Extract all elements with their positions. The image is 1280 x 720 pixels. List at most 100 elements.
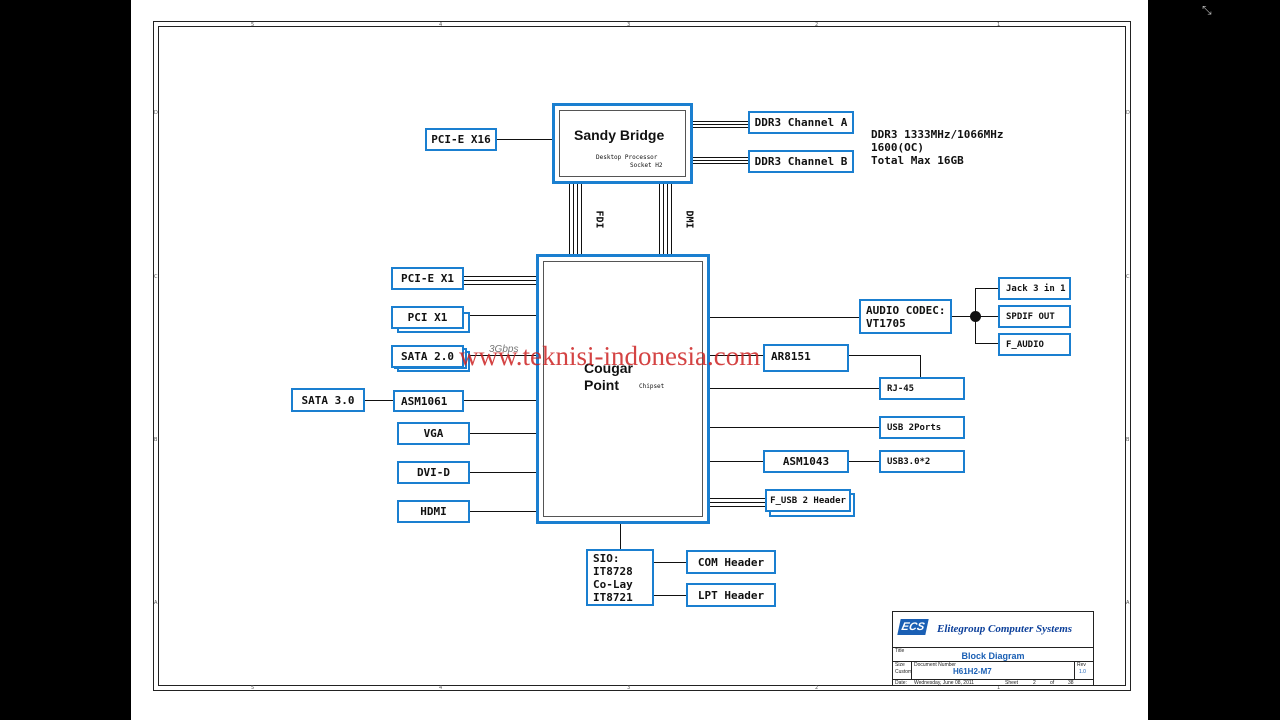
line-fdi-2 — [573, 184, 574, 255]
tick-left-D: D — [154, 110, 158, 116]
cpu-subtitle-2: Socket H2 — [630, 162, 663, 169]
tb-divider-3 — [893, 679, 1093, 680]
tick-top-1: 1 — [997, 22, 1001, 28]
cpu-block: Sandy Bridge Desktop Processor Socket H2 — [552, 103, 693, 184]
tick-right-B: B — [1126, 437, 1130, 443]
sheet-border-outer — [153, 21, 1131, 691]
tick-right-A: A — [1126, 600, 1130, 606]
company-name: Elitegroup Computer Systems — [937, 623, 1073, 635]
tick-bottom-1: 1 — [997, 685, 1001, 691]
line-pcie1-1 — [464, 276, 536, 277]
line-ddr-b-2 — [693, 160, 748, 161]
line-fdi-3 — [577, 184, 578, 255]
line-pci — [470, 315, 536, 316]
fullscreen-exit-icon[interactable]: ⤡ — [1202, 3, 1212, 17]
rev-label: Rev — [1077, 662, 1086, 668]
line-vga — [470, 433, 536, 434]
schematic-sheet: 5 4 3 2 1 5 4 3 2 1 D C B A D C B A — [131, 0, 1148, 720]
audio-junction-dot — [970, 311, 981, 322]
com-header-box: COM Header — [686, 550, 776, 574]
line-ddr-a-3 — [693, 127, 748, 128]
tb-divider-1 — [893, 647, 1093, 648]
line-fdi-4 — [581, 184, 582, 255]
memory-note-2: 1600(OC) — [871, 141, 924, 154]
dvi-box: DVI-D — [397, 461, 470, 484]
pch-title-1: Cougar — [584, 360, 633, 376]
jack-3in1-box: Jack 3 in 1 — [998, 277, 1071, 300]
line-pcie1-2 — [464, 280, 536, 281]
date-value: Wednesday, June 08, 2011 — [914, 680, 975, 686]
line-lan-rj45-h — [848, 355, 920, 356]
lpt-header-box: LPT Header — [686, 583, 776, 607]
line-usb3 — [848, 461, 879, 462]
tick-bottom-4: 4 — [439, 685, 443, 691]
sheet-title: Block Diagram — [961, 651, 1025, 661]
line-dmi-1 — [659, 184, 660, 255]
tick-left-C: C — [154, 274, 158, 280]
audio-codec-chip: VT1705 — [866, 316, 906, 330]
tick-top-3: 3 — [627, 22, 631, 28]
rev-value: 1.0 — [1079, 669, 1086, 675]
sheet-number: 2 — [1033, 680, 1036, 686]
line-dmi-3 — [667, 184, 668, 255]
line-ddr-a-1 — [693, 121, 748, 122]
line-ddr-b-3 — [693, 163, 748, 164]
pcie-x1-box: PCI-E X1 — [391, 267, 464, 290]
line-ddr-a-2 — [693, 124, 748, 125]
line-jack — [975, 288, 998, 289]
hdmi-box: HDMI — [397, 500, 470, 523]
line-lpt — [654, 595, 686, 596]
tick-bottom-2: 2 — [815, 685, 819, 691]
sio-line-1: SIO: — [593, 551, 620, 565]
sio-line-2: IT8728 — [593, 564, 633, 578]
tick-right-C: C — [1126, 274, 1130, 280]
tick-top-4: 4 — [439, 22, 443, 28]
sata2-box: SATA 2.0 — [391, 345, 464, 368]
tick-left-A: A — [154, 600, 158, 606]
tick-bottom-3: 3 — [627, 685, 631, 691]
line-pcie1-3 — [464, 284, 536, 285]
asm1043-box: ASM1043 — [763, 450, 849, 473]
line-hdmi — [470, 511, 536, 512]
sheet-label: Sheet — [1005, 680, 1019, 686]
pch-title-2: Point — [584, 377, 619, 393]
line-sata2 — [464, 355, 536, 356]
lan-ar8151-box: AR8151 — [763, 344, 849, 372]
line-dmi-4 — [671, 184, 672, 255]
line-asm1061 — [464, 400, 536, 401]
line-dvi — [470, 472, 536, 473]
usb-2ports-box: USB 2Ports — [879, 416, 965, 439]
tick-right-D: D — [1126, 110, 1130, 116]
line-fusb-3 — [708, 506, 765, 507]
date-label: Date: — [895, 680, 907, 686]
fdi-label: FDI — [593, 210, 605, 229]
vga-box: VGA — [397, 422, 470, 445]
memory-note-3: Total Max 16GB — [871, 154, 964, 167]
size-label: Size — [895, 662, 905, 668]
rj45-box: RJ-45 — [879, 377, 965, 400]
of-label: of — [1050, 680, 1055, 686]
pch-subtitle: Chipset — [639, 383, 665, 390]
line-faudio — [975, 343, 998, 344]
title-label: Title — [895, 648, 905, 654]
sio-line-4: IT8721 — [593, 590, 633, 604]
ecs-logo: ECS — [897, 619, 929, 635]
sio-box: SIO: IT8728 Co-Lay IT8721 — [586, 549, 654, 606]
line-lan-rj45-v — [920, 355, 921, 377]
line-ddr-b-1 — [693, 157, 748, 158]
pch-block: Cougar Point Chipset — [536, 254, 710, 524]
line-sio — [620, 522, 621, 550]
usb3-box: USB3.0*2 — [879, 450, 965, 473]
tick-top-5: 5 — [251, 22, 255, 28]
tb-divider-2 — [893, 661, 1093, 662]
spdif-out-box: SPDIF OUT — [998, 305, 1071, 328]
sheet-total: 38 — [1068, 680, 1074, 686]
asm1061-box: ASM1061 — [393, 390, 464, 412]
tb-col-2 — [1074, 661, 1075, 679]
line-sata3 — [365, 400, 393, 401]
f-usb-header-box: F_USB 2 Header — [765, 489, 851, 512]
tick-left-B: B — [154, 437, 158, 443]
line-fusb-1 — [708, 498, 765, 499]
line-fdi-1 — [569, 184, 570, 255]
memory-note-1: DDR3 1333MHz/1066MHz — [871, 128, 1004, 141]
